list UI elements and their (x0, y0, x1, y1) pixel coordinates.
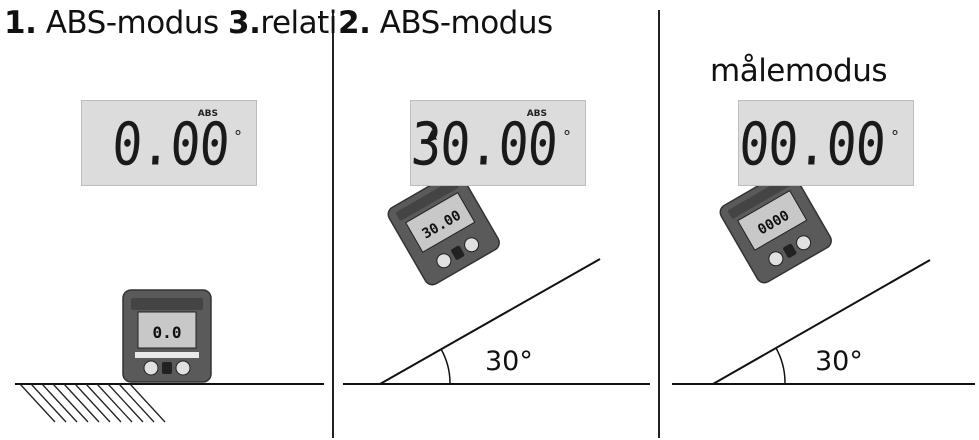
lcd-reading: 30.00 (409, 110, 560, 179)
step-title: ABS-modus (36, 5, 219, 41)
angle-arc (440, 348, 451, 385)
angle-arc (775, 347, 786, 385)
lcd-reading: 0.00 (109, 110, 231, 179)
step-title: relati (260, 5, 337, 41)
up-arrow-icon: ▲ (427, 127, 437, 142)
ground-hatching (19, 383, 166, 423)
digital-level-device-tilted-relative: 0000 (719, 169, 832, 284)
lcd-display-relative: 00.00 ° (738, 100, 914, 186)
step-heading-2: 2. ABS-modus (338, 8, 559, 39)
lcd-display-abs-zero: ABS 0.00 ° (81, 100, 257, 186)
angle-label: 30° (815, 346, 863, 377)
step-heading-1: 1. ABS-modus 3.relati (4, 8, 337, 39)
step-number: 3. (228, 5, 261, 41)
degree-symbol: ° (234, 127, 242, 146)
incline-surface-3 (672, 259, 975, 385)
abs-indicator: ABS (197, 109, 218, 119)
device-screen-reading: 0.0 (153, 323, 182, 342)
digital-level-device-tilted: 30.00 (387, 171, 500, 286)
lcd-display-abs-angle: ▲ ABS 30.00 ° (410, 100, 586, 186)
step-number: 2. (338, 5, 371, 41)
step-heading-3-continuation: målemodus (710, 53, 888, 89)
step-number: 1. (4, 5, 37, 41)
flat-surface (15, 383, 324, 423)
incline-surface-2 (343, 258, 650, 385)
degree-symbol: ° (563, 127, 571, 146)
lcd-reading: 00.00 (737, 110, 888, 179)
abs-indicator: ABS (526, 109, 547, 119)
step-title: ABS-modus (370, 5, 553, 41)
angle-label: 30° (485, 346, 533, 377)
digital-level-device-flat: 0.0 (122, 289, 212, 383)
degree-symbol: ° (891, 127, 899, 146)
